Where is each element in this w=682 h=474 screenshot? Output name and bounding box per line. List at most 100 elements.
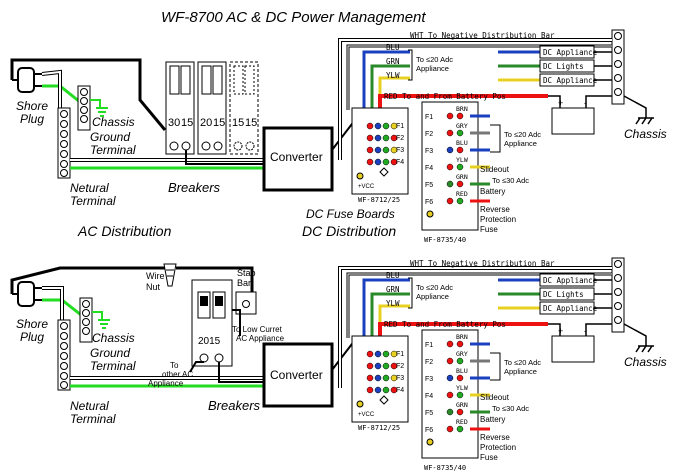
- dc-top-board-a-fuse: [382, 158, 390, 166]
- dc-top-board-a-fuse: [390, 146, 398, 154]
- dc-bottom-board-a-fuse-label: F2: [396, 363, 404, 370]
- top-ground-terminal-label: Ground Terminal: [90, 130, 136, 157]
- dc-bottom-app-label-1: DC Lights: [543, 290, 584, 299]
- bottom-breaker-value: 2015: [198, 336, 221, 347]
- top-breaker-panel: [165, 61, 259, 155]
- dc-top-app-label-1: DC Lights: [543, 62, 584, 71]
- dc-bottom-board-b-wire-label-1: GRY: [456, 350, 468, 358]
- dc-bottom-bat-neg-sign: -: [584, 326, 587, 336]
- dc-bottom-board-b-name: WF-8735/40: [424, 464, 466, 472]
- dc-bottom-board-b-fuse-2: [446, 374, 454, 382]
- dc-bottom-to-20adc-a-line-1: To ≤20 Adc: [416, 283, 453, 292]
- dc-bottom-board-a-fuse: [374, 362, 382, 370]
- bottom-other-ac-label: To other AC Appliance: [148, 361, 195, 388]
- dc-bottom-slideout: Slideout: [480, 393, 510, 402]
- dc-bottom-chassis-label: Chassis: [624, 355, 667, 369]
- top-breaker-value-3: 20: [200, 117, 212, 129]
- dc-bottom-board-b-fuse-b-0: [456, 340, 464, 348]
- dc-top-chassis-wire: [623, 95, 647, 118]
- dc-bottom-board-b-terminal: [426, 438, 434, 446]
- top-breaker-to-converter: [185, 150, 270, 165]
- ac-distribution-label: AC Distribution: [77, 223, 172, 239]
- dc-top-board-a-fuse: [366, 122, 374, 130]
- dc-top-blu-label: BLU: [386, 43, 400, 52]
- bottom-breakers-label: Breakers: [208, 398, 261, 413]
- dc-bottom-board-a-fuse: [374, 374, 382, 382]
- dc-top-wht-2: [347, 45, 612, 110]
- dc-top-board-a-fuse-label: F4: [396, 159, 404, 166]
- bottom-converter-dc-out: [331, 339, 356, 371]
- bottom-chassis-ground-icon: [92, 311, 110, 329]
- dc-bottom-board-a-fuse: [366, 374, 374, 382]
- dc-top-board-a-fuse-label: F3: [396, 147, 404, 154]
- dc-bottom-bus-screw: [614, 288, 622, 296]
- dc-top-bracket-b: [490, 124, 501, 153]
- dc-bottom-red-label: RED To and From Battery Pos: [384, 320, 506, 329]
- dc-top-board-a-fuse: [374, 134, 382, 142]
- dc-bottom-board-a-terminal: [356, 400, 364, 408]
- bottom-shore-line-1: Shore: [16, 317, 48, 331]
- dc-bottom-bus-screw: [614, 316, 622, 324]
- top-shore-plug-icon: [12, 67, 42, 93]
- top-converter-box: [262, 126, 334, 192]
- dc-top-board-b-wire-label-3: YLW: [456, 156, 468, 164]
- dc-bottom-board-a-fuse: [366, 362, 374, 370]
- bottom-breaker-panel: [191, 279, 233, 367]
- bottom-breaker-low-current-wire: [232, 309, 241, 336]
- dc-top-bat-neg-sign: -: [584, 98, 587, 108]
- bottom-converter-box: [262, 342, 334, 408]
- dc-top-board-b-fuse-b-1: [456, 129, 464, 137]
- dc-top-board-b-fuse-label-5: F6: [425, 199, 433, 206]
- dc-bottom-bus-screw: [614, 302, 622, 310]
- dc-top-board-b-fuse-5: [446, 197, 454, 205]
- dc-bottom-ylw-label: YLW: [386, 299, 400, 308]
- dc-top-reverse-line-2: Protection: [480, 215, 516, 224]
- dc-bottom-chassis-ground-icon: [635, 345, 654, 353]
- dc-bottom-board-b-wire-label-4: GRN: [456, 401, 468, 409]
- dc-top-board-b-wire-label-5: RED: [456, 190, 468, 198]
- dc-top-board-a-fuse: [382, 146, 390, 154]
- top-breaker-value-2: 15: [181, 117, 193, 129]
- dc-bottom-battery: Battery: [480, 415, 505, 424]
- bottom-breaker-to-converter: [218, 362, 270, 383]
- dc-bottom-board-a-fuse: [366, 386, 374, 394]
- dc-bottom-wht-2: [347, 273, 612, 338]
- top-breaker-value-6: 15: [245, 117, 257, 129]
- top-ground-terminal-bar: [77, 85, 91, 131]
- bottom-section: Shore Plug Chassis: [10, 263, 356, 426]
- other-ac-line-1: To: [170, 361, 179, 370]
- dc-bottom-board-b-fuse-4: [446, 408, 454, 416]
- dc-top-red-to-bat: [548, 95, 561, 108]
- top-shore-line-2: Plug: [20, 112, 44, 126]
- other-ac-line-2: other AC: [162, 370, 193, 379]
- dc-top-to-30adc: To ≤30 Adc: [492, 176, 529, 185]
- dc-top-wht-label: WHT To Negative Distribution Bar: [410, 31, 555, 40]
- dc-bottom-board-b-wire-label-0: BRN: [456, 333, 468, 341]
- dc-bottom-board-a-fuse: [382, 362, 390, 370]
- dc-bottom-grn-label: GRN: [386, 285, 400, 294]
- dc-top-board-a-fuse: [366, 146, 374, 154]
- dc-top-board-a-fuse-label: F2: [396, 135, 404, 142]
- dc-top-bus-screw: [614, 74, 622, 82]
- dc-top-chassis-label: Chassis: [624, 127, 667, 141]
- dc-bottom-board-b-fuse-b-3: [456, 391, 464, 399]
- dc-top-battery: Battery: [480, 187, 505, 196]
- dc-top-board-b-fuse-3: [446, 163, 454, 171]
- bottom-wire-nut-label: Wire Nut: [146, 271, 167, 292]
- top-chassis-ground-icon: [90, 99, 108, 117]
- dc-top-board-a-fuse: [382, 134, 390, 142]
- dc-top-board-b-wire-label-1: GRY: [456, 122, 468, 130]
- dc-distribution-label: DC Distribution: [302, 223, 396, 239]
- dc-top-board-b-wire-label-2: BLU: [456, 139, 468, 147]
- bottom-shore-plug-label: Shore Plug: [16, 317, 51, 344]
- dc-bottom-app-label-2: DC Appliance: [543, 304, 598, 313]
- dc-top-board-a-terminal: [356, 172, 364, 180]
- dc-top-board-a-fuse: [366, 158, 374, 166]
- dc-bottom-wht-wire: [339, 267, 612, 388]
- dc-bottom-battery-icon: [551, 335, 595, 363]
- bottom-ground-terminal-bar: [79, 297, 93, 343]
- dc-bottom-board-b-fuse-b-4: [456, 408, 464, 416]
- dc-top-red-wire: [378, 94, 548, 108]
- dc-top-chassis-ground-icon: [635, 117, 654, 125]
